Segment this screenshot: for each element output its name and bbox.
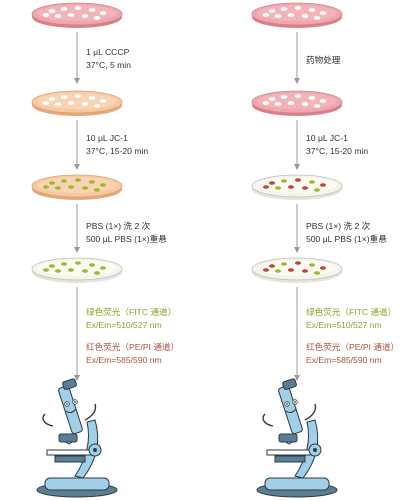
left-red-channel: 红色荧光（PE/PI 通道） Ex/Em=585/590 nm bbox=[86, 341, 179, 367]
left-step-2: 10 μL JC-1 37°C, 15-20 min bbox=[86, 132, 148, 158]
petri-dish-clear-green-left bbox=[31, 257, 123, 283]
left-step-2-line1: 10 μL JC-1 bbox=[86, 133, 128, 143]
right-step-2-line1: 10 μL JC-1 bbox=[306, 133, 348, 143]
left-red-channel-line1: 红色荧光（PE/PI 通道） bbox=[86, 342, 180, 352]
right-step-1: 药物处理 bbox=[306, 54, 340, 67]
left-step-3-line1: PBS (1×) 洗 2 次 bbox=[86, 221, 151, 231]
right-step-3-line2: 500 μL PBS (1×)重悬 bbox=[306, 234, 387, 244]
right-green-channel-line2: Ex/Em=510/527 nm bbox=[306, 320, 382, 330]
microscope-icon bbox=[256, 378, 338, 498]
left-green-channel-line1: 绿色荧光（FITC 通道） bbox=[86, 307, 177, 317]
petri-dish-clear-mixed-2-right bbox=[251, 257, 343, 283]
petri-dish-pink-drug-right bbox=[251, 90, 343, 116]
petri-dish-peach-green-left bbox=[31, 174, 123, 200]
right-green-channel-line1: 绿色荧光（FITC 通道） bbox=[306, 307, 397, 317]
petri-dish-pink-right bbox=[251, 2, 343, 28]
left-green-channel-line2: Ex/Em=510/527 nm bbox=[86, 320, 162, 330]
cells-white bbox=[42, 5, 107, 21]
left-step-1-line2: 37°C, 5 min bbox=[86, 60, 131, 70]
left-step-1-line1: 1 μL CCCP bbox=[86, 47, 130, 57]
right-red-channel-line1: 红色荧光（PE/PI 通道） bbox=[306, 342, 400, 352]
petri-dish-peach-left bbox=[31, 90, 123, 116]
petri-dish-clear-mixed-right bbox=[251, 174, 343, 200]
right-step-3-line1: PBS (1×) 洗 2 次 bbox=[306, 221, 371, 231]
left-green-channel: 绿色荧光（FITC 通道） Ex/Em=510/527 nm bbox=[86, 306, 176, 332]
left-step-1: 1 μL CCCP 37°C, 5 min bbox=[86, 46, 131, 72]
left-step-2-line2: 37°C, 15-20 min bbox=[86, 146, 149, 156]
left-red-channel-line2: Ex/Em=585/590 nm bbox=[86, 355, 162, 365]
right-step-2-line2: 37°C, 15-20 min bbox=[306, 146, 369, 156]
left-step-3-line2: 500 μL PBS (1×)重悬 bbox=[86, 234, 167, 244]
microscope-icon bbox=[36, 378, 118, 498]
petri-dish-pink-left bbox=[31, 2, 123, 28]
right-red-channel: 红色荧光（PE/PI 通道） Ex/Em=585/590 nm bbox=[306, 341, 399, 367]
right-red-channel-line2: Ex/Em=585/590 nm bbox=[306, 355, 382, 365]
right-step-1-line1: 药物处理 bbox=[306, 55, 341, 65]
right-step-3: PBS (1×) 洗 2 次 500 μL PBS (1×)重悬 bbox=[306, 220, 387, 246]
left-step-3: PBS (1×) 洗 2 次 500 μL PBS (1×)重悬 bbox=[86, 220, 167, 246]
right-step-2: 10 μL JC-1 37°C, 15-20 min bbox=[306, 132, 368, 158]
right-green-channel: 绿色荧光（FITC 通道） Ex/Em=510/527 nm bbox=[306, 306, 396, 332]
